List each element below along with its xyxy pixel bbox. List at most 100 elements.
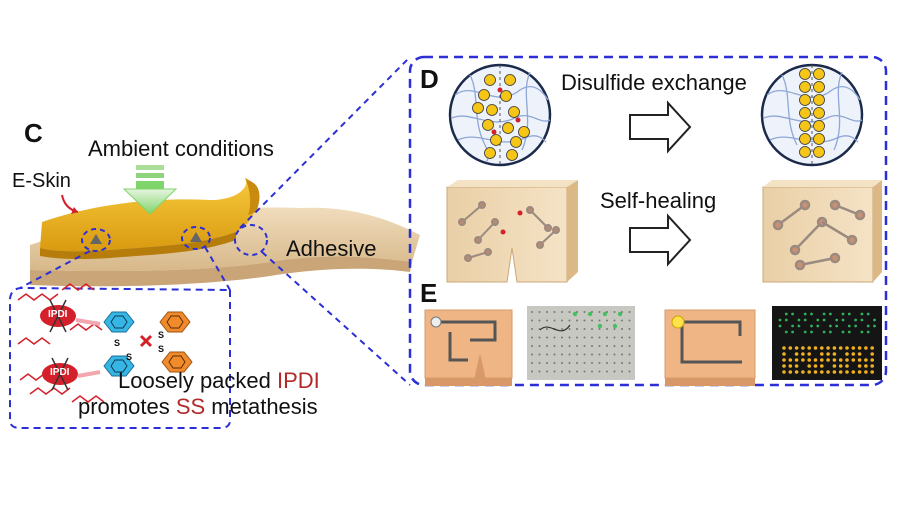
led-green	[860, 312, 864, 316]
breadboard-hole	[568, 319, 571, 322]
breadboard-hole	[538, 362, 541, 364]
breadboard-hole	[561, 362, 563, 364]
sulfur-atom-3: S	[126, 352, 133, 362]
breadboard-hole	[613, 319, 616, 322]
orange-ring-1	[159, 311, 191, 333]
led-green	[854, 318, 857, 322]
led-green	[866, 312, 870, 316]
sulfur-dot	[799, 120, 811, 132]
hollow-arrow-1-icon	[629, 100, 692, 154]
breadboard-hole	[621, 362, 623, 364]
led-yellow	[794, 346, 799, 350]
loosely-packed-text: Loosely packed	[118, 368, 277, 393]
led-green	[810, 330, 813, 334]
breadboard-hole	[591, 362, 593, 364]
led-yellow	[826, 370, 830, 374]
led-green	[803, 312, 807, 316]
breadboard-hole	[583, 370, 586, 373]
led-green	[797, 324, 801, 328]
loosely-packed-line: Loosely packed IPDI	[118, 368, 320, 394]
led-yellow	[820, 370, 824, 374]
breadboard-hole	[538, 353, 541, 356]
breadboard-hole	[576, 319, 578, 322]
breadboard-led	[617, 311, 623, 317]
breadboard-hole	[598, 370, 601, 373]
led-yellow	[870, 352, 874, 356]
breadboard-hole	[606, 328, 608, 330]
ambient-arrow-icon	[122, 165, 178, 215]
breadboard-hole	[628, 311, 631, 313]
hollow-arrow-2-icon	[629, 213, 692, 267]
sulfur-dot	[813, 68, 825, 80]
bulb-on-icon	[671, 315, 685, 329]
sulfur-dot	[490, 134, 502, 146]
sulfur-dot	[472, 102, 484, 114]
breadboard-hole	[531, 319, 533, 322]
breadboard-hole	[591, 328, 593, 330]
breadboard-hole	[546, 336, 548, 339]
led-yellow	[864, 370, 868, 374]
led-yellow	[820, 352, 824, 356]
led-yellow	[845, 358, 849, 362]
led-yellow	[851, 346, 856, 350]
breadboard-hole	[553, 336, 556, 339]
led-yellow	[813, 346, 818, 350]
sulfur-dot	[813, 94, 825, 106]
sulfur-dot	[799, 133, 811, 145]
adhesive-label: Adhesive	[286, 236, 377, 261]
led-yellow	[832, 346, 837, 350]
breadboard-hole	[613, 362, 616, 364]
led-yellow	[820, 346, 824, 350]
led-yellow	[820, 364, 824, 368]
breadboard-hole	[531, 345, 533, 347]
led-green	[822, 312, 826, 316]
breadboard-hole	[583, 345, 586, 347]
sulfur-dot	[813, 120, 825, 132]
led-yellow	[851, 358, 856, 362]
sulfur-atom-2: S	[158, 330, 165, 340]
led-yellow	[857, 370, 862, 374]
radical-dot	[491, 129, 497, 135]
sulfur-dot	[799, 146, 811, 158]
breadboard-photo	[527, 306, 635, 380]
led-green	[835, 318, 839, 322]
led-green	[791, 324, 794, 328]
led-yellow	[857, 364, 862, 368]
led-green	[847, 324, 851, 328]
led-yellow	[845, 364, 849, 368]
led-yellow	[782, 346, 786, 350]
breadboard-hole	[561, 345, 563, 347]
ipdi-tag-1: IPDI	[48, 309, 68, 320]
radical-dot	[497, 87, 503, 93]
led-yellow	[870, 364, 874, 368]
breadboard-hole	[531, 336, 533, 339]
network-circle-before	[448, 63, 552, 167]
breadboard-hole	[576, 345, 578, 347]
led-yellow	[864, 346, 868, 350]
breadboard-hole	[531, 353, 533, 356]
breadboard-led	[612, 323, 618, 329]
breadboard-hole	[613, 328, 616, 330]
breadboard-led	[587, 311, 593, 317]
breadboard-hole	[598, 353, 601, 356]
led-yellow	[807, 370, 811, 374]
breadboard-hole	[568, 362, 571, 364]
healed-block-after	[762, 180, 882, 283]
promotes-text: promotes	[78, 394, 176, 419]
led-green	[797, 318, 801, 322]
breadboard-hole	[561, 311, 563, 313]
breadboard-hole	[576, 353, 578, 356]
led-yellow	[794, 364, 799, 368]
led-yellow	[838, 370, 843, 374]
sulfur-dot	[484, 74, 496, 86]
breadboard-hole	[598, 362, 601, 364]
polymer-chains	[17, 283, 105, 403]
breadboard-hole	[531, 362, 533, 364]
circuit-broken	[424, 309, 513, 386]
panel-label-c: C	[24, 118, 43, 148]
breadboard-hole	[538, 345, 541, 347]
sulfur-dot	[504, 74, 516, 86]
breadboard-led	[572, 311, 578, 317]
breadboard-hole	[598, 311, 601, 313]
ipdi-tag-2: IPDI	[50, 367, 70, 378]
